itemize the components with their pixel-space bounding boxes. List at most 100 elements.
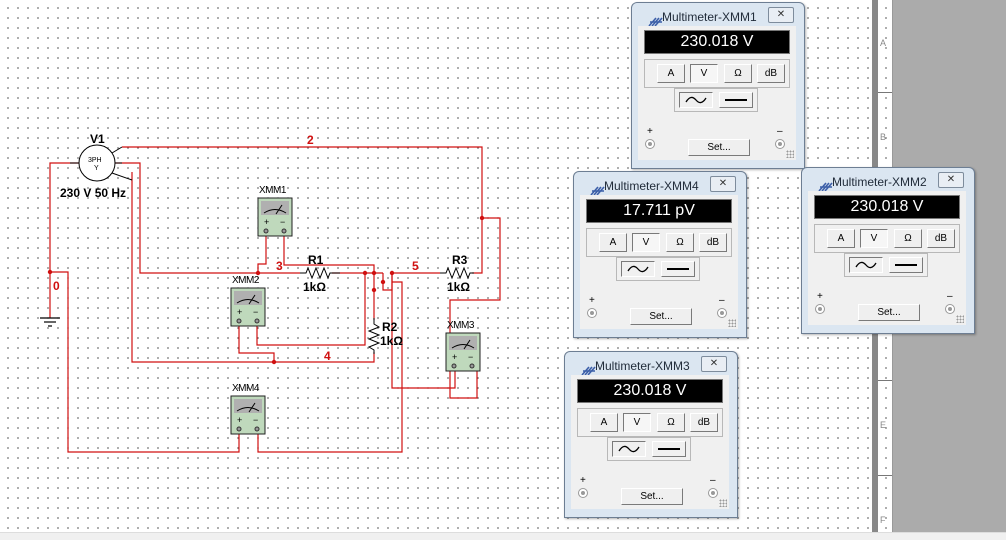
plus-terminal-label: + xyxy=(817,291,823,302)
mode-button-v[interactable]: V xyxy=(632,233,660,252)
r3-ref-label: R3 xyxy=(452,253,468,267)
mode-button-ohm[interactable]: Ω xyxy=(657,413,685,432)
mode-button-db[interactable]: dB xyxy=(927,229,955,248)
multimeter-window-xmm2[interactable]: Multimeter-XMM2 ✕ 230.018 V A V Ω dB + S… xyxy=(801,167,975,334)
plus-terminal[interactable] xyxy=(587,308,597,318)
ground-icon xyxy=(40,317,60,327)
net-label-0: 0 xyxy=(53,279,60,293)
minus-terminal[interactable] xyxy=(775,139,785,149)
mode-button-a[interactable]: A xyxy=(827,229,855,248)
plus-terminal[interactable] xyxy=(645,139,655,149)
wire-5b xyxy=(257,281,403,453)
close-button[interactable]: ✕ xyxy=(768,7,794,23)
v1-symbol-text: 3PH xyxy=(88,157,102,164)
wires xyxy=(49,146,501,453)
mode-button-a[interactable]: A xyxy=(657,64,685,83)
junction xyxy=(371,270,377,276)
resize-grip[interactable] xyxy=(728,319,736,327)
wire-xmm2-minus xyxy=(256,273,366,346)
mode-button-db[interactable]: dB xyxy=(757,64,785,83)
multimeter-panel: 230.018 V A V Ω dB + Set... – xyxy=(571,375,729,509)
multimeter-window-xmm3[interactable]: Multimeter-XMM3 ✕ 230.018 V A V Ω dB + S… xyxy=(564,351,738,518)
set-button[interactable]: Set... xyxy=(858,304,920,321)
mode-button-a[interactable]: A xyxy=(590,413,618,432)
resize-grip[interactable] xyxy=(786,150,794,158)
minus-terminal-label: – xyxy=(710,475,716,486)
xmm-symbols: +− +− +− +− xyxy=(230,197,481,435)
multimeter-window-xmm4[interactable]: Multimeter-XMM4 ✕ 17.711 pV A V Ω dB + S… xyxy=(573,171,747,338)
minus-terminal[interactable] xyxy=(717,308,727,318)
dc-button[interactable] xyxy=(719,92,753,108)
multimeter-panel: 230.018 V A V Ω dB + Set... – xyxy=(638,26,796,160)
v1-rating-label: 230 V 50 Hz xyxy=(60,186,127,200)
wire-net-2 xyxy=(122,146,501,399)
resize-grip[interactable] xyxy=(719,499,727,507)
set-button[interactable]: Set... xyxy=(630,308,692,325)
multimeter-window-xmm1[interactable]: Multimeter-XMM1 ✕ 230.018 V A V Ω dB + S… xyxy=(631,2,805,169)
dc-button[interactable] xyxy=(661,261,695,277)
window-title: Multimeter-XMM4 xyxy=(604,179,699,193)
plus-terminal-label: + xyxy=(589,295,595,306)
mode-button-v[interactable]: V xyxy=(623,413,651,432)
junction xyxy=(255,270,261,276)
r1-value-label: 1kΩ xyxy=(303,280,326,294)
coupling-group xyxy=(616,257,700,281)
plus-terminal[interactable] xyxy=(815,304,825,314)
ac-button[interactable] xyxy=(621,261,655,277)
mode-button-a[interactable]: A xyxy=(599,233,627,252)
coupling-group xyxy=(674,88,758,112)
close-icon: ✕ xyxy=(946,174,956,185)
close-button[interactable]: ✕ xyxy=(710,176,736,192)
xmm1-icon: +− xyxy=(257,197,293,237)
svg-text:+: + xyxy=(264,217,269,227)
mode-button-db[interactable]: dB xyxy=(699,233,727,252)
window-title: Multimeter-XMM1 xyxy=(662,10,757,24)
set-button[interactable]: Set... xyxy=(621,488,683,505)
close-button[interactable]: ✕ xyxy=(701,356,727,372)
dc-button[interactable] xyxy=(652,441,686,457)
dc-line-icon xyxy=(667,268,689,270)
junction xyxy=(47,269,53,275)
close-icon: ✕ xyxy=(718,178,728,189)
svg-text:−: − xyxy=(280,217,285,227)
resize-grip[interactable] xyxy=(956,315,964,323)
dc-button[interactable] xyxy=(889,257,923,273)
multisim-logo-icon xyxy=(818,182,833,192)
ac-sine-icon xyxy=(618,445,640,453)
junction xyxy=(371,287,377,293)
coupling-group xyxy=(607,437,691,461)
resistor-r1-icon xyxy=(300,266,340,280)
ruler-tick xyxy=(878,475,892,476)
coupling-group xyxy=(844,253,928,277)
mode-button-ohm[interactable]: Ω xyxy=(894,229,922,248)
ac-button[interactable] xyxy=(612,441,646,457)
ac-button[interactable] xyxy=(679,92,713,108)
net-label-4: 4 xyxy=(324,349,331,363)
wire-net-4 xyxy=(131,172,375,363)
reading-display: 230.018 V xyxy=(577,379,723,403)
ac-button[interactable] xyxy=(849,257,883,273)
wire-net-0 xyxy=(49,162,80,272)
mode-button-v[interactable]: V xyxy=(690,64,718,83)
minus-terminal[interactable] xyxy=(708,488,718,498)
close-button[interactable]: ✕ xyxy=(938,172,964,188)
wire-net-3 xyxy=(112,162,300,274)
plus-terminal[interactable] xyxy=(578,488,588,498)
horizontal-scrollbar[interactable] xyxy=(0,532,1006,540)
svg-text:+: + xyxy=(237,415,242,425)
set-button[interactable]: Set... xyxy=(688,139,750,156)
ruler-tick xyxy=(878,92,892,93)
ruler-label-b: B xyxy=(880,132,887,142)
ruler-tick xyxy=(878,380,892,381)
net-label-2: 2 xyxy=(307,133,314,147)
mode-button-ohm[interactable]: Ω xyxy=(724,64,752,83)
ruler-label-f: F xyxy=(880,515,886,525)
junction xyxy=(479,215,485,221)
mode-button-db[interactable]: dB xyxy=(690,413,718,432)
minus-terminal[interactable] xyxy=(945,304,955,314)
junction xyxy=(271,359,277,365)
mode-button-ohm[interactable]: Ω xyxy=(666,233,694,252)
mode-group: A V Ω dB xyxy=(814,224,960,253)
xmm1-label: XMM1 xyxy=(259,185,286,196)
mode-button-v[interactable]: V xyxy=(860,229,888,248)
